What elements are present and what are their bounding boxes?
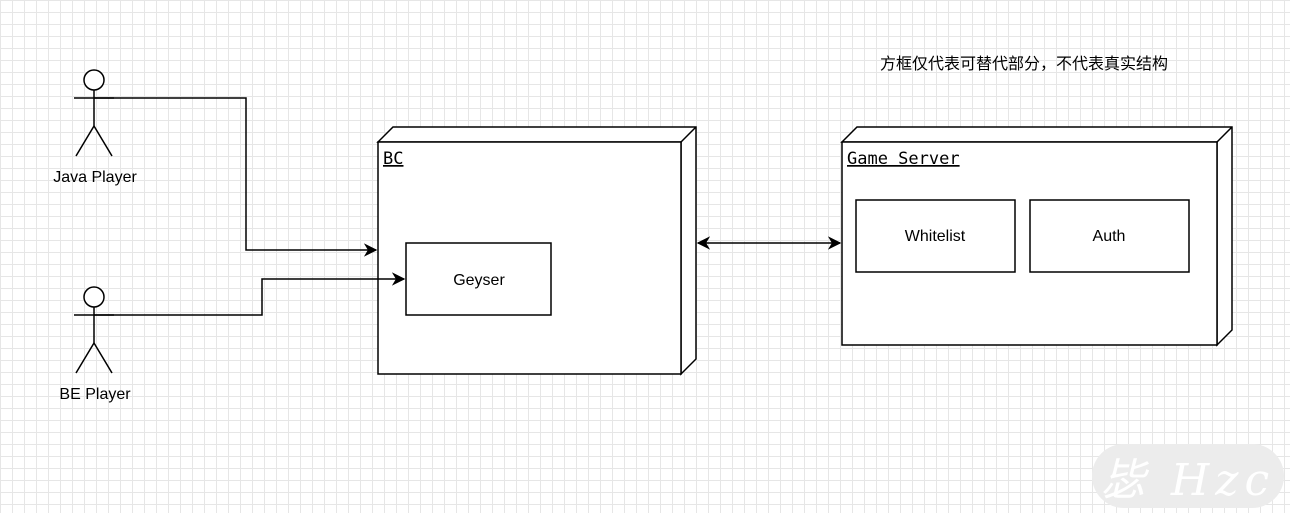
auth-label: Auth: [1093, 228, 1126, 245]
whitelist-box[interactable]: [855, 199, 1016, 273]
watermark-logo: 毖 Hzc: [1092, 444, 1284, 508]
java-to-bc-connector[interactable]: [94, 97, 378, 257]
java-player-label: Java Player: [53, 169, 137, 186]
whitelist-label: Whitelist: [905, 228, 966, 245]
java-player-actor-icon[interactable]: [74, 69, 114, 157]
auth-box[interactable]: [1029, 199, 1190, 273]
geyser-label: Geyser: [453, 272, 505, 289]
game-server-node-title: Game Server: [847, 149, 960, 169]
geyser-box[interactable]: [405, 242, 552, 316]
diagram-note: 方框仅代表可替代部分，不代表真实结构: [880, 54, 1169, 73]
be-player-actor-icon[interactable]: [74, 286, 114, 374]
be-player-label: BE Player: [59, 386, 131, 403]
be-to-geyser-connector[interactable]: [94, 272, 406, 316]
bc-node-title: BC: [383, 149, 403, 169]
watermark-text: 毖 Hzc: [1100, 455, 1276, 506]
